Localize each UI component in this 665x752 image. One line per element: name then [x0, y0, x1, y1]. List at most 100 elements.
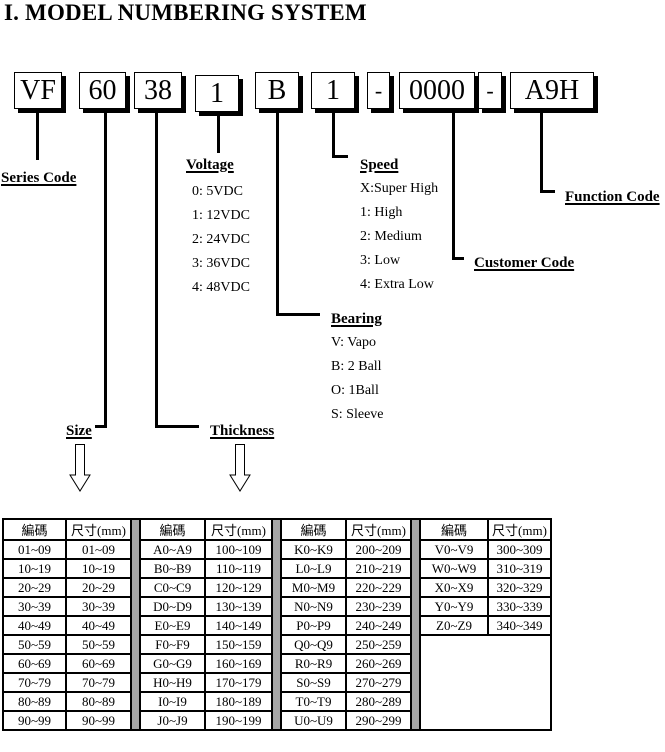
- size-cell: 290~299: [345, 710, 412, 731]
- size-cell: 330~339: [487, 596, 552, 617]
- size-cell: 30~39: [65, 596, 132, 617]
- code-cell: U0~U9: [280, 710, 347, 731]
- column-header-code: 編碼: [419, 518, 489, 541]
- size-cell: 70~79: [65, 672, 132, 693]
- code-cell: D0~D9: [139, 596, 206, 617]
- empty-cell: [420, 673, 488, 692]
- label-bearing: Bearing: [331, 311, 382, 327]
- code-box-size: 60: [79, 72, 126, 109]
- connector-line: [276, 113, 279, 316]
- size-cell: 90~99: [65, 710, 132, 731]
- column-separator: [130, 635, 141, 654]
- size-cell: 80~89: [65, 691, 132, 712]
- code-box-separator: -: [478, 72, 502, 109]
- column-separator: [130, 597, 141, 616]
- size-cell: 110~119: [204, 558, 273, 579]
- column-separator: [271, 692, 282, 711]
- empty-cell: [420, 654, 488, 673]
- down-arrow-icon: [229, 444, 251, 492]
- column-separator: [130, 692, 141, 711]
- code-cell: G0~G9: [139, 653, 206, 674]
- code-cell: E0~E9: [139, 615, 206, 636]
- column-separator: [410, 616, 421, 635]
- connector-line: [155, 113, 158, 428]
- code-cell: R0~R9: [280, 653, 347, 674]
- column-separator: [130, 654, 141, 673]
- column-separator: [271, 519, 282, 540]
- table-header-row: 編碼尺寸(mm)編碼尺寸(mm)編碼尺寸(mm)編碼尺寸(mm): [2, 518, 552, 541]
- code-cell: N0~N9: [280, 596, 347, 617]
- connector-line: [452, 113, 455, 260]
- column-separator: [271, 540, 282, 559]
- voltage-option: 2: 24VDC: [192, 232, 250, 247]
- label-speed: Speed: [360, 157, 399, 173]
- size-cell: 01~09: [65, 539, 132, 560]
- column-header-size: 尺寸(mm): [345, 518, 412, 541]
- voltage-option: 0: 5VDC: [192, 184, 243, 199]
- size-cell: 100~109: [204, 539, 273, 560]
- label-voltage: Voltage: [186, 157, 234, 173]
- size-cell: 340~349: [487, 615, 552, 636]
- column-separator: [130, 673, 141, 692]
- code-cell: A0~A9: [139, 539, 206, 560]
- code-cell: 80~89: [2, 691, 67, 712]
- size-cell: 150~159: [204, 634, 273, 655]
- voltage-option: 4: 48VDC: [192, 280, 250, 295]
- column-header-code: 編碼: [280, 518, 347, 541]
- code-cell: B0~B9: [139, 558, 206, 579]
- size-cell: 170~179: [204, 672, 273, 693]
- code-cell: T0~T9: [280, 691, 347, 712]
- code-cell: 20~29: [2, 577, 67, 598]
- code-box-series: VF: [14, 72, 62, 109]
- code-cell: L0~L9: [280, 558, 347, 579]
- size-cell: 200~209: [345, 539, 412, 560]
- code-cell: X0~X9: [419, 577, 489, 598]
- column-separator: [130, 711, 141, 730]
- page-title: I. MODEL NUMBERING SYSTEM: [4, 0, 367, 25]
- label-size: Size: [66, 423, 92, 439]
- code-cell: I0~I9: [139, 691, 206, 712]
- code-cell: S0~S9: [280, 672, 347, 693]
- speed-option: 1: High: [360, 205, 403, 220]
- code-cell: H0~H9: [139, 672, 206, 693]
- column-separator: [410, 711, 421, 730]
- empty-cell: [488, 711, 551, 730]
- column-separator: [130, 578, 141, 597]
- size-cell: 210~219: [345, 558, 412, 579]
- label-thickness: Thickness: [210, 423, 275, 439]
- code-cell: 90~99: [2, 710, 67, 731]
- column-separator: [271, 578, 282, 597]
- connector-line: [36, 113, 39, 160]
- size-cell: 230~239: [345, 596, 412, 617]
- voltage-option: 1: 12VDC: [192, 208, 250, 223]
- column-separator: [130, 540, 141, 559]
- column-header-code: 編碼: [2, 518, 67, 541]
- size-cell: 270~279: [345, 672, 412, 693]
- code-cell: 70~79: [2, 672, 67, 693]
- code-cell: V0~V9: [419, 539, 489, 560]
- column-separator: [271, 711, 282, 730]
- column-separator: [130, 616, 141, 635]
- down-arrow-icon: [69, 444, 91, 492]
- column-separator: [410, 597, 421, 616]
- size-cell: 260~269: [345, 653, 412, 674]
- column-separator: [271, 673, 282, 692]
- empty-cell: [488, 634, 551, 654]
- code-cell: C0~C9: [139, 577, 206, 598]
- column-separator: [410, 635, 421, 654]
- column-separator: [410, 673, 421, 692]
- code-cell: 01~09: [2, 539, 67, 560]
- empty-cell: [488, 673, 551, 692]
- column-header-code: 編碼: [139, 518, 206, 541]
- empty-cell: [420, 711, 488, 730]
- code-cell: 60~69: [2, 653, 67, 674]
- voltage-option: 3: 36VDC: [192, 256, 250, 271]
- connector-line: [540, 190, 555, 193]
- size-cell: 280~289: [345, 691, 412, 712]
